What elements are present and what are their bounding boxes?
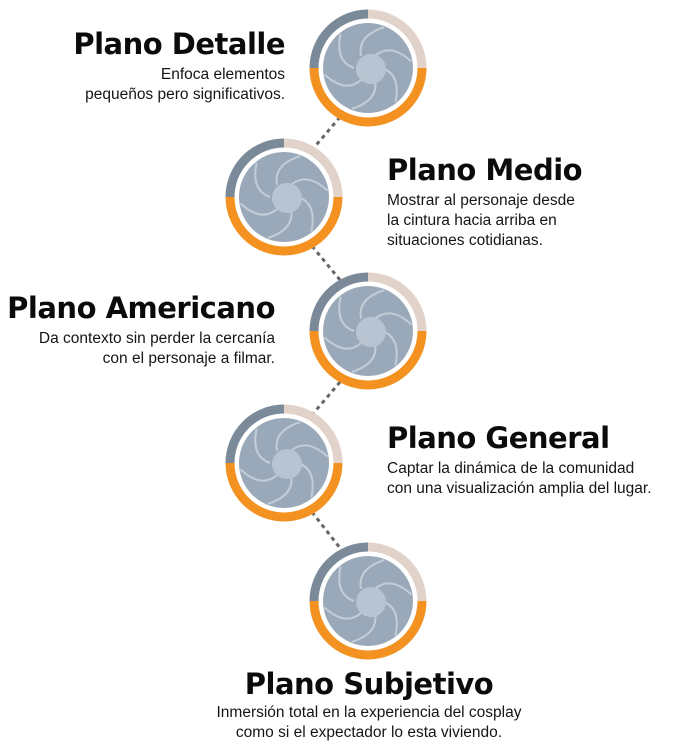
aperture-node-medio xyxy=(224,137,344,257)
item-desc-line: pequeños pero significativos. xyxy=(85,86,285,103)
camera-aperture-icon xyxy=(309,542,427,660)
aperture-node-detalle xyxy=(308,8,428,128)
item-title: Plano General xyxy=(387,421,610,455)
item-desc-line: Inmersión total en la experiencia del co… xyxy=(216,704,522,721)
item-desc-line: con una visualización amplia del lugar. xyxy=(387,480,652,497)
item-desc-line: Captar la dinámica de la comunidad xyxy=(387,460,635,477)
camera-aperture-icon xyxy=(309,9,427,127)
aperture-node-subjetivo xyxy=(308,541,428,661)
item-desc-line: Enfoca elementos xyxy=(160,66,285,83)
label-plano-subjetivo: Plano Subjetivo Inmersión total en la ex… xyxy=(174,667,564,743)
label-plano-americano: Plano Americano Da contexto sin perder l… xyxy=(7,291,275,369)
item-desc-line: Mostrar al personaje desde xyxy=(387,192,575,209)
camera-aperture-icon xyxy=(225,138,343,256)
item-title: Plano Americano xyxy=(7,291,275,325)
aperture-node-general xyxy=(224,403,344,523)
item-title: Plano Detalle xyxy=(73,27,285,61)
item-title: Plano Subjetivo xyxy=(244,667,494,701)
item-title: Plano Medio xyxy=(387,153,583,187)
item-desc-line: la cintura hacia arriba en xyxy=(387,212,557,229)
item-desc-line: con el personaje a filmar. xyxy=(102,350,275,367)
camera-aperture-icon xyxy=(309,272,427,390)
item-desc-line: como si el expectador lo esta viviendo. xyxy=(235,724,503,741)
item-desc-line: Da contexto sin perder la cercanía xyxy=(38,330,275,347)
label-plano-detalle: Plano Detalle Enfoca elementos pequeños … xyxy=(73,27,285,105)
camera-aperture-icon xyxy=(225,404,343,522)
item-desc-line: situaciones cotidianas. xyxy=(387,232,543,249)
label-plano-general: Plano General Captar la dinámica de la c… xyxy=(387,421,652,499)
label-plano-medio: Plano Medio Mostrar al personaje desde l… xyxy=(387,153,583,251)
aperture-node-americano xyxy=(308,271,428,391)
